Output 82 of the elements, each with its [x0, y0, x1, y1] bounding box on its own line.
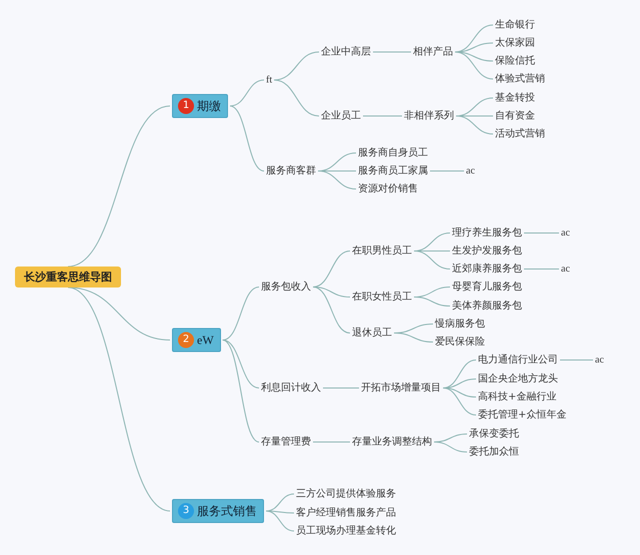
connector-line	[442, 388, 476, 398]
connector-line	[230, 80, 264, 106]
connector-line	[312, 286, 350, 334]
topic-label: 客户经理销售服务产品	[296, 506, 396, 520]
topic-label: 生命银行	[495, 18, 535, 32]
connector-line	[430, 170, 464, 172]
topic-label: 太保家园	[495, 36, 535, 50]
topic-label: 期缴	[197, 100, 221, 112]
number-marker: 3	[178, 503, 194, 519]
topic-label: eW	[197, 334, 214, 346]
topic-label: ac	[561, 262, 570, 276]
connector-line	[442, 388, 476, 416]
connector-line	[454, 52, 494, 80]
topic-label: 生发护发服务包	[452, 244, 522, 258]
topic-label: 资源对价销售	[358, 182, 418, 196]
connector-line	[434, 442, 468, 452]
topic-label: 员工现场办理基金转化	[296, 524, 396, 538]
number-marker: 1	[178, 98, 194, 114]
topic-label: 服务式销售	[197, 504, 257, 518]
main-topic-box	[172, 94, 228, 118]
topic-label: 委托加众恒	[469, 446, 519, 458]
topic-label: 服务商自身员工	[358, 146, 428, 160]
connector-line	[266, 510, 294, 514]
topic-label: 企业中高层	[321, 46, 371, 58]
connector-line	[524, 268, 560, 270]
topic-label: 母婴育儿服务包	[452, 280, 522, 294]
connector-line	[318, 170, 356, 190]
connector-line	[274, 80, 320, 116]
connector-line	[414, 296, 450, 306]
topic-label: ac	[466, 164, 475, 178]
topic-label: 爱民保保险	[435, 336, 485, 348]
topic-label: 利息回计收入	[261, 382, 321, 394]
connector-line	[222, 340, 260, 442]
topic-label: 委托管理+众恒年金	[478, 408, 566, 422]
connector-line	[524, 232, 560, 234]
topic-label: 国企央企地方龙头	[478, 372, 558, 386]
connector-line	[68, 106, 170, 267]
topic-label: 退休员工	[352, 326, 392, 340]
connector-line	[266, 510, 294, 532]
topic-label: 自有资金	[495, 110, 535, 122]
topic-label: 慢病服务包	[435, 318, 485, 330]
connector-line	[230, 106, 264, 172]
central-topic-box: 长沙重客思维导图	[15, 266, 121, 288]
main-topic-box	[172, 499, 264, 523]
topic-label: 在职女性员工	[352, 290, 412, 304]
connector-line	[394, 332, 434, 342]
topic-label: 企业员工	[321, 110, 361, 122]
connector-line	[266, 494, 294, 512]
topic-label: ft	[266, 74, 272, 86]
topic-label: 高科技+金融行业	[478, 390, 556, 404]
topic-label: 非相伴系列	[404, 110, 454, 122]
topic-label: 在职男性员工	[352, 244, 412, 258]
topic-label: 存量管理费	[261, 436, 311, 448]
topic-label: 服务商员工家属	[358, 164, 428, 178]
topic-label: 开拓市场增量项目	[361, 382, 441, 394]
topic-label: 体验式营销	[495, 72, 545, 86]
connector-line	[312, 250, 350, 288]
topic-label: 相伴产品	[413, 46, 453, 58]
topic-label: 近郊康养服务包	[452, 262, 522, 276]
topic-label: ac	[561, 226, 570, 240]
connector-line	[456, 116, 494, 134]
connector-line	[442, 360, 476, 388]
connector-line	[68, 287, 170, 512]
connector-line	[222, 286, 260, 340]
topic-label: 三方公司提供体验服务	[296, 488, 396, 500]
topic-label: 存量业务调整结构	[352, 436, 432, 448]
number-marker: 2	[178, 332, 194, 348]
topic-label: 保险信托	[495, 54, 535, 68]
topic-label: 理疗养生服务包	[452, 226, 522, 240]
topic-label: 承保变委托	[469, 428, 519, 440]
main-topic-box	[172, 328, 221, 352]
connector-line	[312, 286, 350, 298]
connector-line	[274, 52, 320, 80]
topic-label: 活动式营销	[495, 128, 545, 140]
topic-label: 美体养颜服务包	[452, 300, 522, 312]
topic-label: 服务包收入	[261, 280, 311, 294]
topic-label: ac	[595, 354, 604, 366]
topic-label: 基金转投	[495, 92, 535, 104]
connector-line	[222, 340, 260, 388]
topic-label: 电力通信行业公司	[478, 354, 558, 366]
connector-line	[414, 250, 450, 270]
topic-label: 服务商客群	[266, 164, 316, 178]
